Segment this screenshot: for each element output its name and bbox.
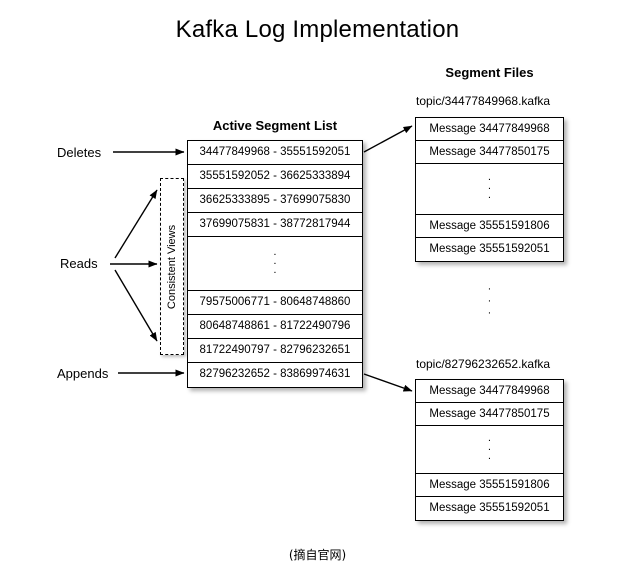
message-row: Message 35551592051 [416,238,563,261]
segment-file-1: Message 34477849968 Message 34477850175 … [415,117,564,262]
arrow-segment-to-file-2 [363,373,413,392]
message-row: Message 34477850175 [416,141,563,164]
message-row: Message 35551592051 [416,497,563,520]
consistent-views-box: Consistent Views [160,178,184,355]
segment-file-name-2: topic/82796232652.kafka [416,357,551,371]
segment-list-ellipsis-gap: · · · [188,237,362,291]
consistent-views-label: Consistent Views [166,224,178,309]
message-row: Message 34477850175 [416,403,563,426]
segment-row: 34477849968 - 35551592051 [188,141,362,165]
page-title: Kafka Log Implementation [175,16,460,43]
segment-row: 36625333895 - 37699075830 [188,189,362,213]
segment-row: 82796232652 - 83869974631 [188,363,362,387]
active-segment-list: 34477849968 - 35551592051 35551592052 - … [187,140,363,388]
segment-row: 81722490797 - 82796232651 [188,339,362,363]
message-ellipsis-gap: · · · [416,426,563,474]
operation-label-reads: Reads [60,256,98,271]
vertical-ellipsis-icon: · · · [487,173,492,204]
message-row: Message 34477849968 [416,118,563,141]
message-row: Message 35551591806 [416,474,563,497]
arrow-reads-lower [114,269,158,342]
vertical-ellipsis-icon: · · · [273,248,277,278]
segment-row: 35551592052 - 36625333894 [188,165,362,189]
message-ellipsis-gap: · · · [416,164,563,215]
message-row: Message 35551591806 [416,215,563,238]
vertical-ellipsis-icon: · · · [487,434,492,464]
message-row: Message 34477849968 [416,380,563,403]
footer-note: (摘自官网) [288,548,347,562]
operation-label-appends: Appends [57,366,109,381]
segment-row: 79575006771 - 80648748860 [188,291,362,315]
segment-files-heading: Segment Files [445,65,534,80]
active-segment-list-heading: Active Segment List [212,118,338,133]
arrow-reads-upper [114,189,158,259]
segment-row: 80648748861 - 81722490796 [188,315,362,339]
operation-label-deletes: Deletes [57,145,102,160]
segment-file-name-1: topic/34477849968.kafka [416,94,551,108]
segment-row: 37699075831 - 38772817944 [188,213,362,237]
segment-files-vertical-ellipsis-icon: · · · [487,283,492,319]
segment-file-2: Message 34477849968 Message 34477850175 … [415,379,564,521]
arrow-segment-to-file-1 [363,125,413,153]
